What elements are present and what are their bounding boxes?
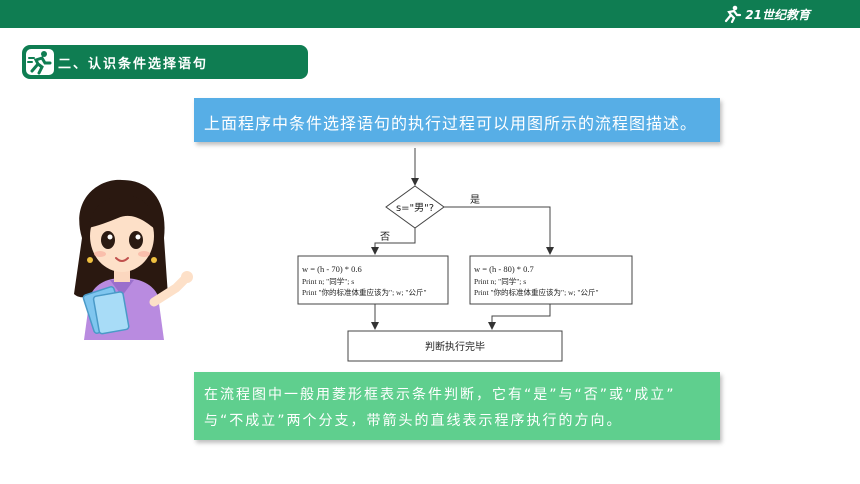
explanation-line-1: 在流程图中一般用菱形框表示条件判断，它有“是”与“否”或“成立”: [204, 387, 676, 403]
end-box: [347, 330, 563, 362]
right-box-line1: w = (h - 80) * 0.7: [474, 264, 534, 274]
left-process-box: [297, 255, 449, 305]
brand-name: 21世纪教育: [745, 7, 810, 22]
intro-box: 上面程序中条件选择语句的执行过程可以用图所示的流程图描述。: [194, 98, 720, 142]
intro-text: 上面程序中条件选择语句的执行过程可以用图所示的流程图描述。: [204, 114, 698, 133]
runner-logo-icon: [725, 5, 742, 23]
explanation-line-2: 与“不成立”两个分支，带箭头的直线表示程序执行的方向。: [204, 413, 623, 429]
right-merge-arrow: [488, 304, 551, 330]
section-title: 二、认识条件选择语句: [58, 57, 209, 72]
left-box-line2: Print n; "同学"; s: [302, 276, 354, 286]
no-branch-arrow: [371, 228, 416, 255]
teacher-illustration: [74, 179, 193, 340]
left-box-line1: w = (h - 70) * 0.6: [302, 264, 362, 274]
top-bar: 21世纪教育: [0, 0, 860, 28]
yes-label: 是: [470, 194, 480, 206]
no-label: 否: [380, 231, 390, 243]
right-box-line2: Print n; "同学"; s: [474, 276, 526, 286]
section-header: 二、认识条件选择语句: [22, 45, 308, 79]
left-box-line3: Print "你的标准体重应该为"; w; "公斤": [302, 287, 427, 297]
brand-logo: 21世纪教育: [722, 4, 810, 24]
right-process-box: [469, 255, 633, 305]
right-box-line3: Print "你的标准体重应该为"; w; "公斤": [474, 287, 599, 297]
end-box-text: 判断执行完毕: [425, 340, 485, 353]
condition-text: s="男"?: [396, 202, 434, 214]
running-person-icon: [25, 48, 55, 76]
explanation-box: 在流程图中一般用菱形框表示条件判断，它有“是”与“否”或“成立” 与“不成立”两…: [194, 372, 720, 440]
yes-branch-arrow: [444, 206, 554, 255]
